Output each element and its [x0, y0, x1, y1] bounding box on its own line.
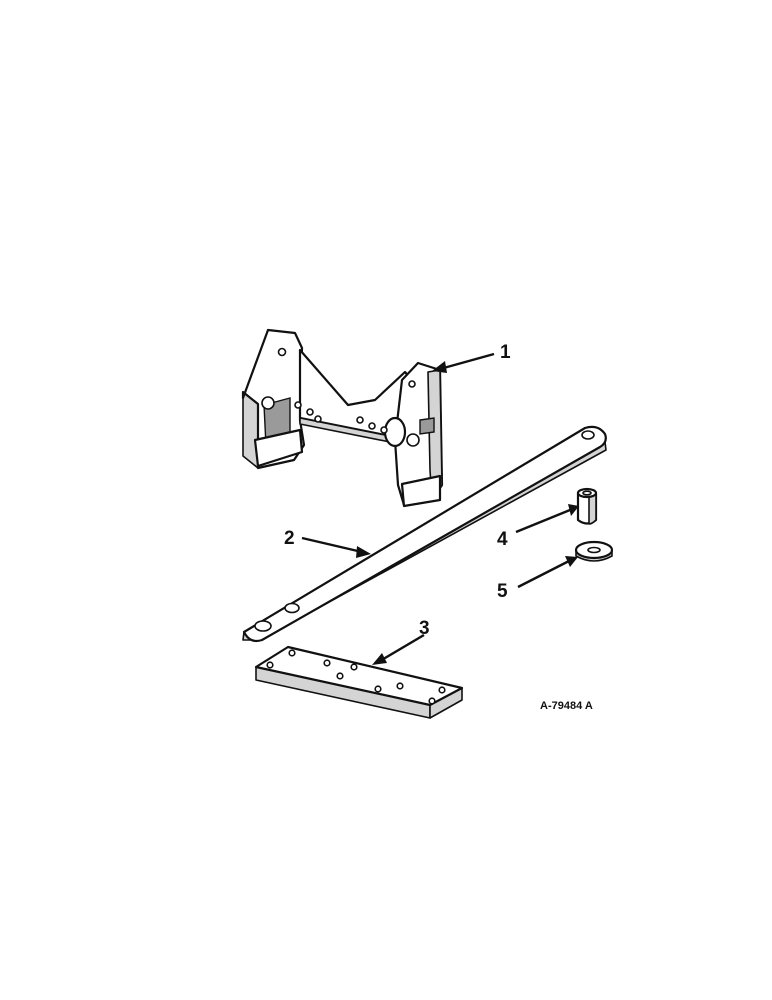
leader-1 [439, 352, 495, 371]
leader-4 [515, 508, 571, 534]
part-4-bushing [576, 487, 598, 525]
callout-4: 4 [497, 529, 508, 550]
leader-2 [301, 536, 363, 554]
part-1-support-bracket [241, 328, 444, 508]
leader-5 [517, 559, 570, 589]
leader-lines [301, 352, 579, 665]
part-2-drawbar [242, 425, 607, 643]
part-3-plate [254, 645, 464, 719]
callout-2: 2 [284, 528, 295, 549]
leader-3 [379, 633, 425, 663]
figure-id: A-79484 A [540, 700, 593, 712]
part-5-washer [574, 540, 614, 562]
callout-1: 1 [500, 342, 511, 363]
callout-5: 5 [497, 581, 508, 602]
callout-3: 3 [419, 618, 430, 639]
